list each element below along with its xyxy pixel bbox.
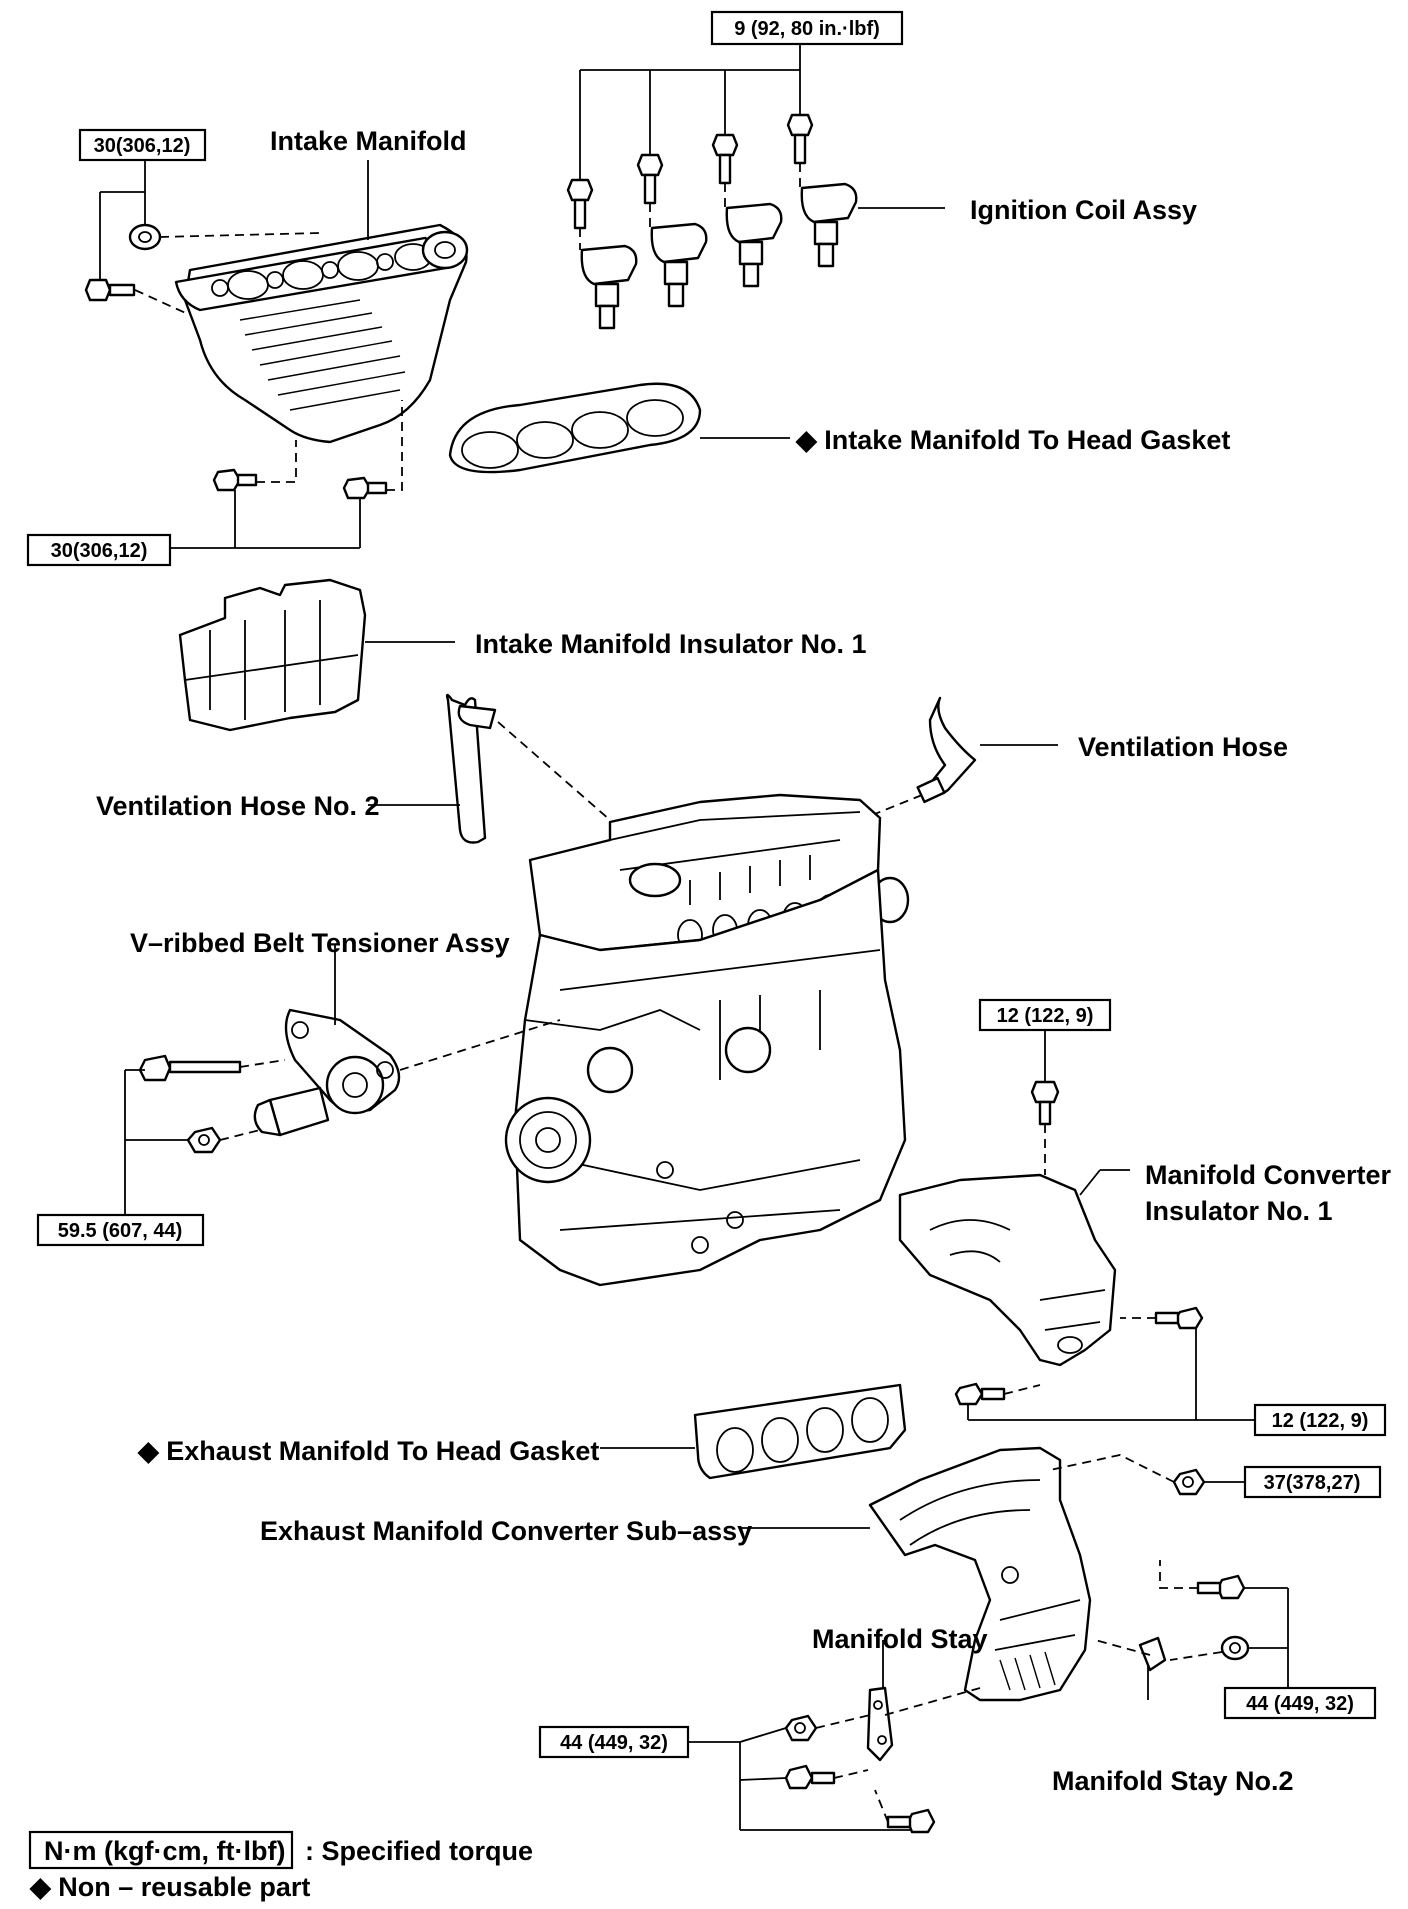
torque-spec-intake-top: 30(306,12) [78, 128, 207, 162]
legend-torque-box: N·m (kgf·cm, ft·lbf) [44, 1836, 285, 1866]
label-ignition-coil: Ignition Coil Assy [970, 195, 1197, 225]
stay1-bolt [784, 1764, 836, 1790]
legend-torque-text: : Specified torque [305, 1836, 533, 1866]
svg-text:59.5 (607, 44): 59.5 (607, 44) [58, 1220, 183, 1242]
intake-bolt [342, 476, 388, 500]
label-exhaust-converter: Exhaust Manifold Converter Sub–assy [260, 1516, 752, 1546]
stay1-bolt [886, 1808, 936, 1834]
label-converter-insulator-line2: Insulator No. 1 [1145, 1196, 1333, 1226]
label-ventilation-hose: Ventilation Hose [1078, 732, 1288, 762]
torque-spec-converter-nut: 37(378,27) [1243, 1465, 1382, 1499]
svg-text:37(378,27): 37(378,27) [1264, 1472, 1361, 1494]
torque-spec-insulator-top: 12 (122, 9) [978, 998, 1112, 1032]
svg-text:12 (122, 9): 12 (122, 9) [997, 1005, 1094, 1027]
label-exhaust-gasket: ◆ Exhaust Manifold To Head Gasket [137, 1436, 599, 1466]
stay2-bolt [1196, 1574, 1246, 1600]
insulator-bolt [1154, 1306, 1204, 1330]
intake-bolt [212, 468, 258, 492]
torque-spec-stay2: 44 (449, 32) [1223, 1686, 1377, 1720]
label-intake-gasket: ◆ Intake Manifold To Head Gasket [795, 425, 1230, 455]
coil-bolt [786, 113, 814, 165]
label-intake-manifold: Intake Manifold [270, 126, 467, 156]
intake-nut [128, 223, 162, 251]
ignition-coil [650, 222, 708, 308]
tensioner-nut [186, 1126, 222, 1154]
coil-bolt [566, 178, 594, 230]
intake-gasket [448, 382, 790, 474]
label-belt-tensioner: V–ribbed Belt Tensioner Assy [130, 928, 510, 958]
torque-spec-stay1: 44 (449, 32) [538, 1725, 690, 1759]
intake-manifold-group [84, 160, 469, 549]
engine-block [504, 793, 910, 1287]
torque-spec-insulator-bottom: 12 (122, 9) [1253, 1403, 1387, 1437]
stay2-nut [1220, 1635, 1250, 1661]
manifold-stay-2 [1138, 1636, 1167, 1672]
svg-text:44 (449, 32): 44 (449, 32) [560, 1732, 668, 1754]
label-converter-insulator: Manifold Converter [1145, 1160, 1392, 1190]
ventilation-hose [859, 696, 1058, 821]
torque-spec-intake-bottom: 30(306,12) [26, 533, 172, 567]
stay1-nut [784, 1714, 818, 1742]
intake-bolt [84, 278, 136, 302]
ignition-coil [580, 244, 638, 330]
ignition-coil [800, 182, 858, 268]
label-ventilation-hose-2: Ventilation Hose No. 2 [96, 791, 380, 821]
legend-nonreusable: ◆ Non – reusable part [29, 1872, 310, 1902]
ignition-coil [725, 202, 783, 288]
svg-text:12 (122, 9): 12 (122, 9) [1272, 1410, 1369, 1432]
svg-text:30(306,12): 30(306,12) [51, 540, 148, 562]
manifold-stay [866, 1686, 894, 1762]
label-manifold-stay-2: Manifold Stay No.2 [1052, 1766, 1294, 1796]
coil-bolt [636, 153, 664, 205]
insulator-bolt [954, 1382, 1006, 1406]
exhaust-gasket [600, 1383, 907, 1480]
label-manifold-stay: Manifold Stay [812, 1624, 988, 1654]
svg-text:9 (92, 80 in.·lbf): 9 (92, 80 in.·lbf) [734, 18, 880, 40]
converter-nut [1172, 1468, 1206, 1496]
label-intake-insulator: Intake Manifold Insulator No. 1 [475, 629, 867, 659]
torque-spec-coil: 9 (92, 80 in.·lbf) [710, 10, 904, 46]
intake-insulator [178, 578, 455, 732]
tensioner-bolt [138, 1054, 242, 1082]
belt-tensioner [124, 945, 561, 1230]
legend: N·m (kgf·cm, ft·lbf) : Specified torque … [28, 1830, 533, 1902]
exhaust-converter [688, 1446, 1289, 1834]
insulator-bolt [1030, 1080, 1060, 1126]
ignition-coil-group [566, 42, 945, 330]
svg-text:44 (449, 32): 44 (449, 32) [1246, 1693, 1354, 1715]
coil-bolt [711, 133, 739, 185]
converter-insulator [898, 1030, 1255, 1421]
ventilation-hose-2 [368, 693, 611, 844]
torque-spec-tensioner: 59.5 (607, 44) [36, 1213, 205, 1247]
svg-text:30(306,12): 30(306,12) [94, 135, 191, 157]
